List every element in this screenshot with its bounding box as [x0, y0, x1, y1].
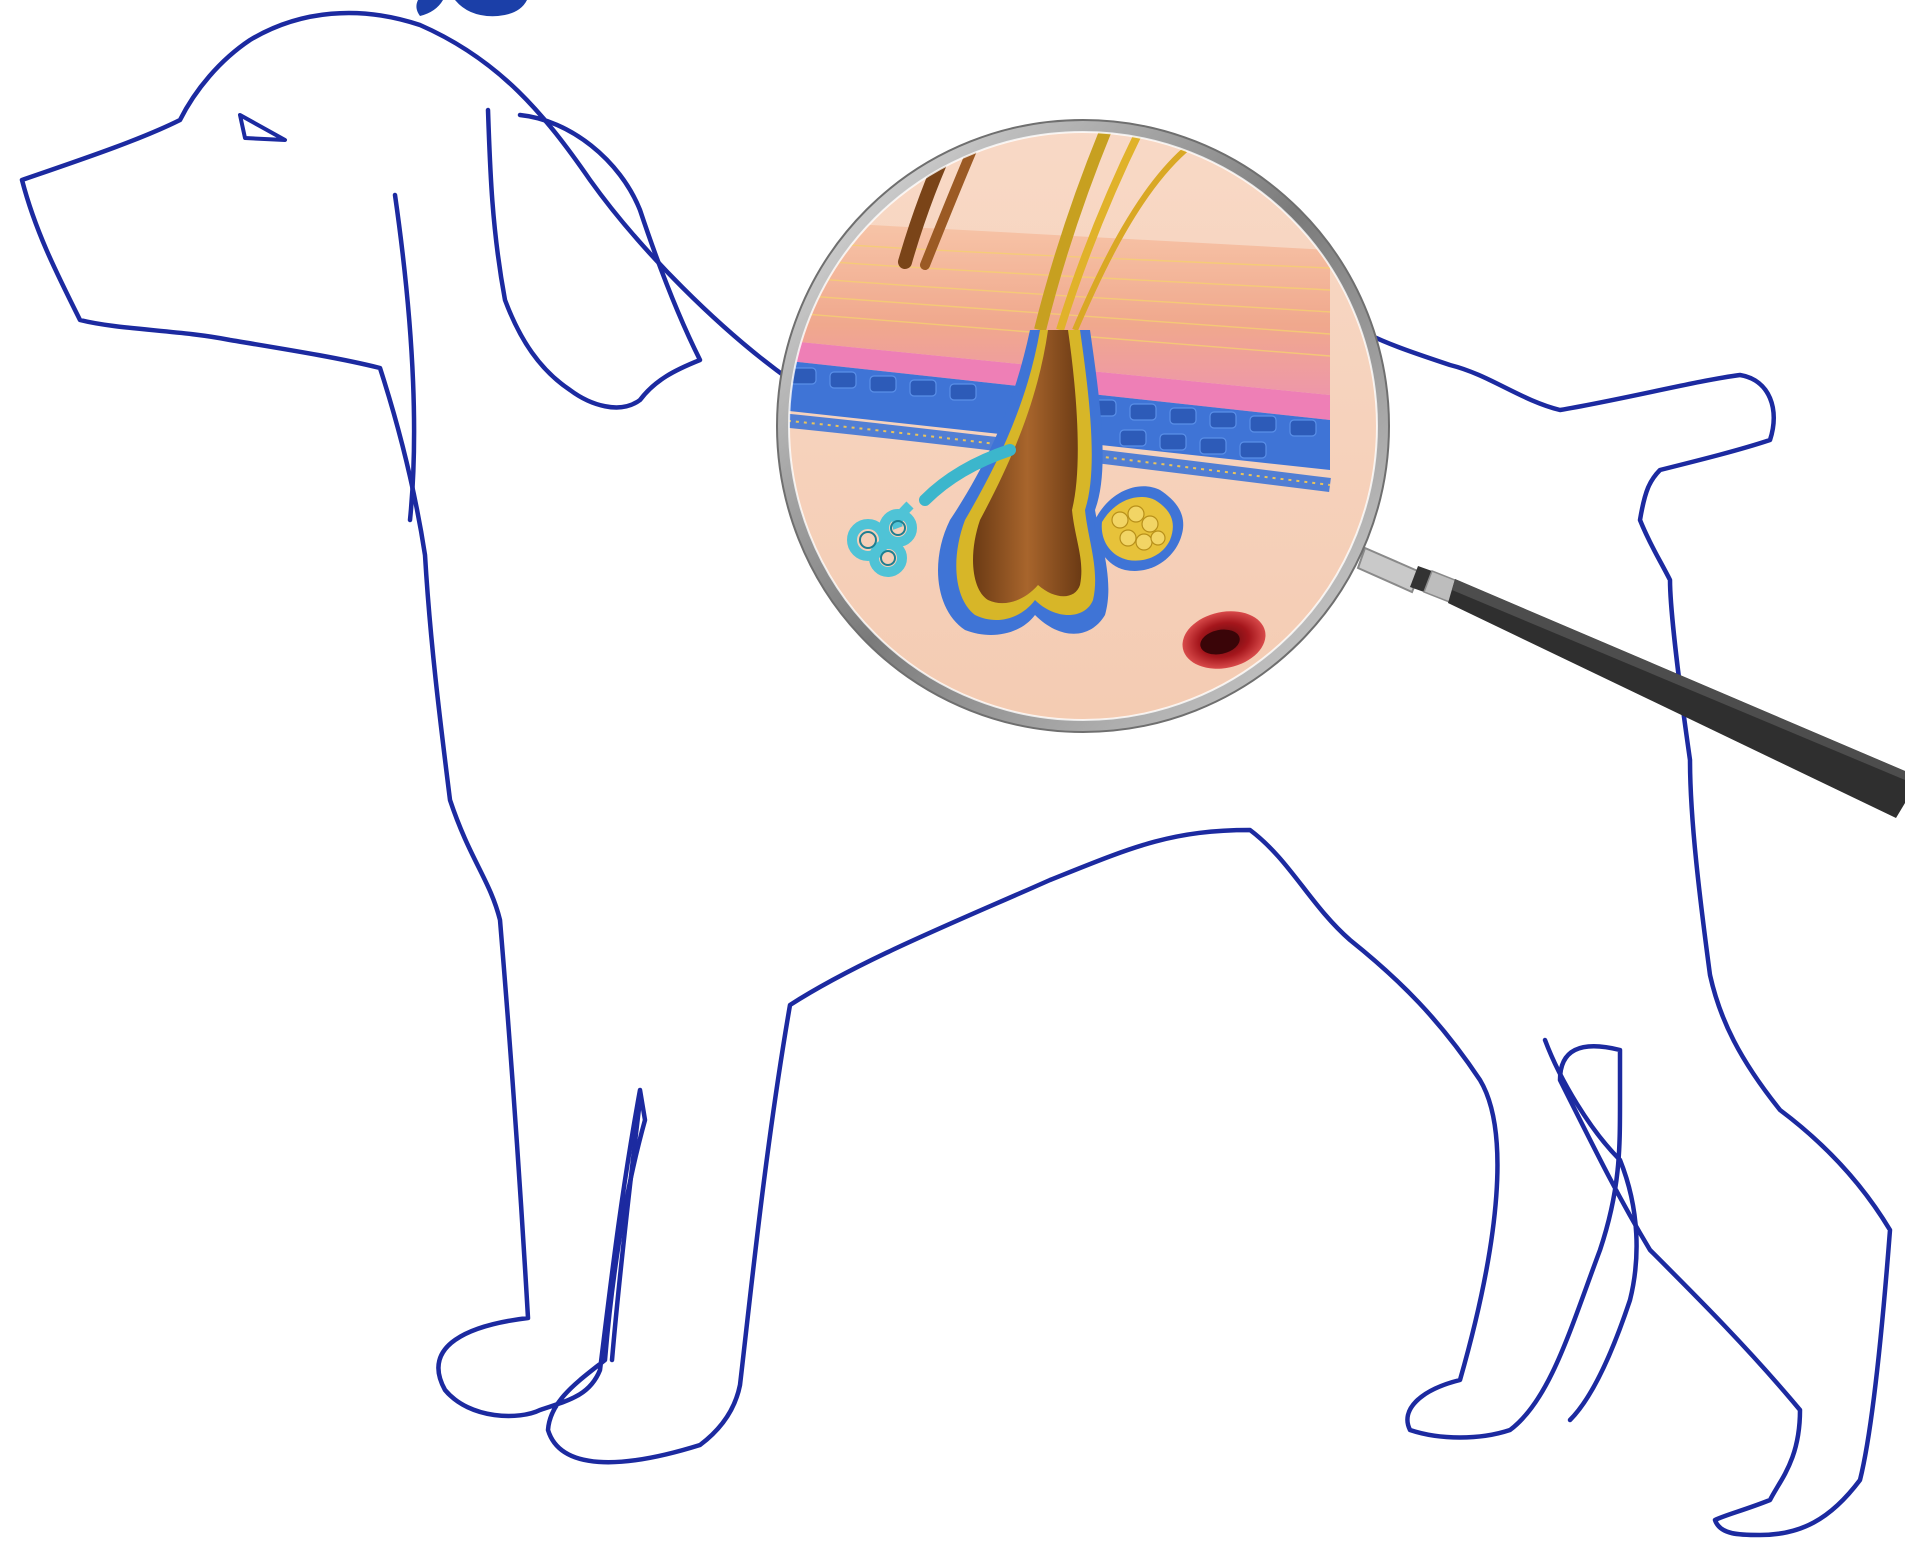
- dog-eye-outline: [240, 115, 285, 140]
- title-fragment: [416, 0, 527, 16]
- magnifying-glass-icon: [777, 120, 1905, 818]
- dog-ear-outline: [488, 110, 700, 407]
- dog-chest-outline: [395, 195, 414, 520]
- magnifier-handle: [1358, 548, 1905, 818]
